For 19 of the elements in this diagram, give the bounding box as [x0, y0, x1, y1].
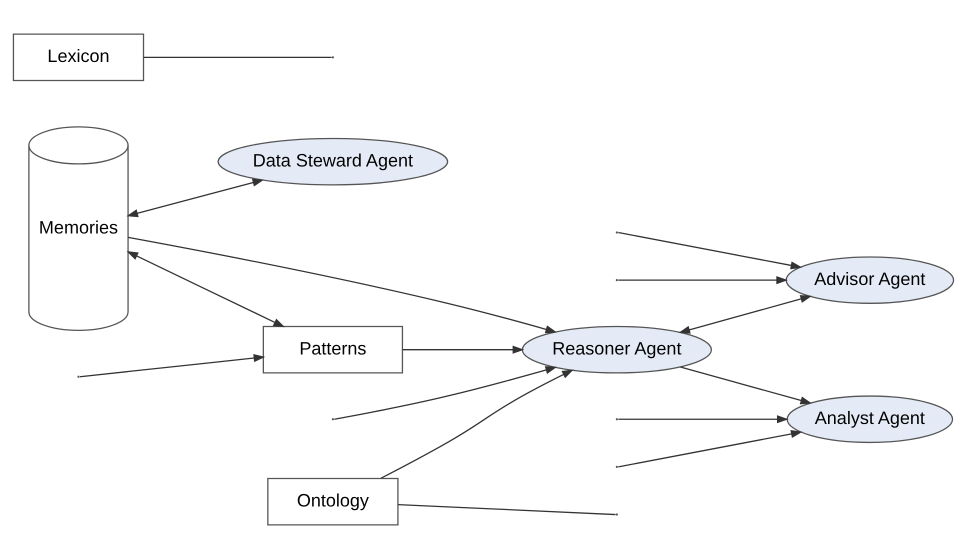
arrow [80, 354, 266, 377]
arrow [334, 366, 558, 420]
node-box: Patterns [262, 325, 404, 374]
arrow [618, 231, 802, 269]
arrow [126, 250, 285, 327]
node-ellipse: Data Steward Agent [218, 137, 448, 185]
connector [144, 56, 332, 58]
arrow [618, 429, 803, 467]
node-box: Ontology [267, 477, 399, 525]
arrow [678, 294, 812, 334]
arrow [128, 236, 558, 333]
arrow [680, 366, 812, 404]
arrow [126, 178, 264, 217]
arrow [618, 276, 788, 284]
arrow [402, 345, 524, 354]
arrow [380, 368, 574, 478]
arrow [618, 414, 789, 423]
connector [398, 503, 616, 515]
node-box: Lexicon [12, 33, 144, 81]
